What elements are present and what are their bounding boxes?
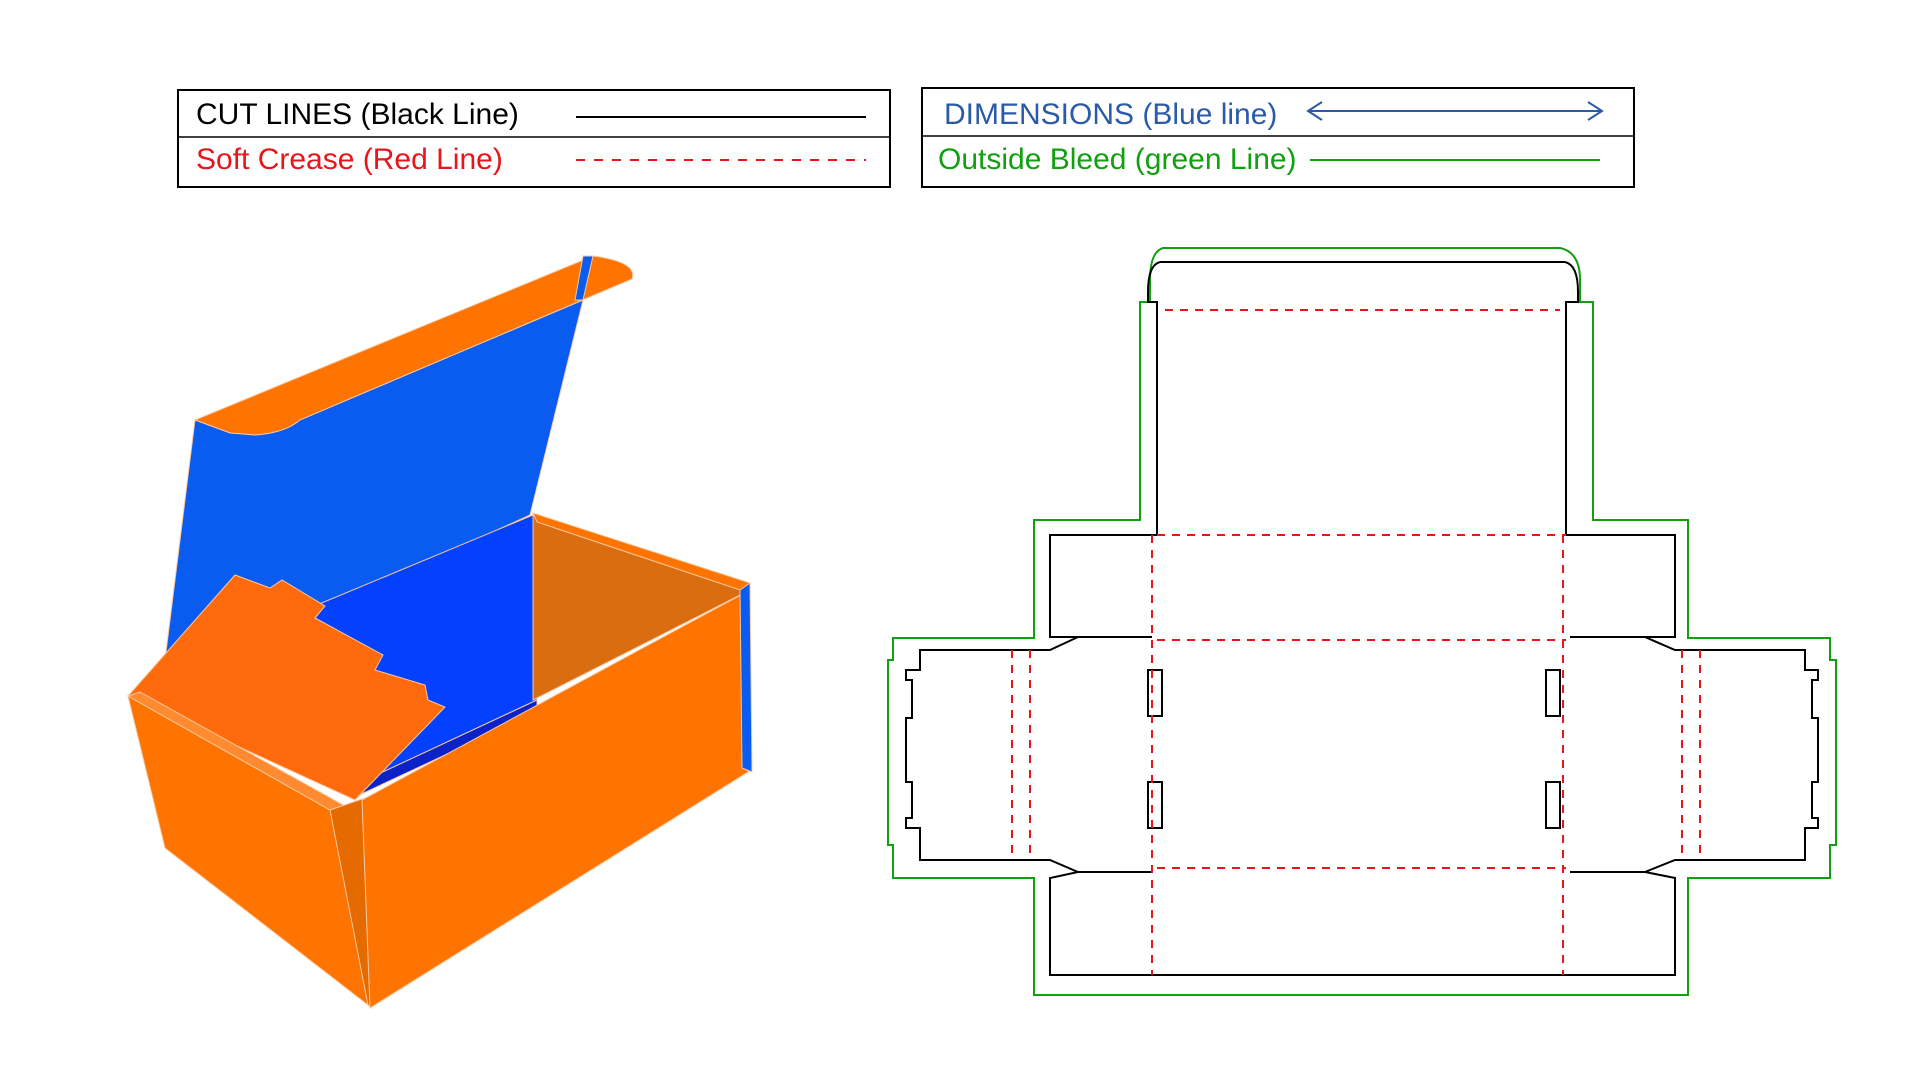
legend-right-frame <box>921 87 1635 188</box>
cut-bottom-flap <box>1049 871 1676 976</box>
cut-right-end <box>1570 636 1819 873</box>
legend-left: CUT LINES (Black Line) Soft Crease (Red … <box>177 89 891 188</box>
dieline-crease-lines <box>1011 309 1701 975</box>
legend-bleed-label: Outside Bleed (green Line) <box>938 143 1297 176</box>
dieline-bleed-outline <box>887 247 1837 996</box>
legend-dimensions-label: DIMENSIONS (Blue line) <box>944 98 1277 131</box>
cut-upper-right-flap <box>1566 534 1676 638</box>
legend-right: DIMENSIONS (Blue line) Outside Bleed (gr… <box>921 87 1635 188</box>
slot-left-upper <box>1147 669 1163 717</box>
dieline <box>887 247 1837 996</box>
box-right-edge <box>739 582 753 773</box>
cut-lid-left <box>1147 261 1161 535</box>
legend-left-frame <box>177 89 891 188</box>
lid-edge <box>574 255 594 301</box>
cut-upper-left-flap <box>1049 534 1157 638</box>
cut-lid-right <box>1160 261 1579 535</box>
cut-left-end <box>905 636 1152 873</box>
slot-right-upper <box>1545 669 1561 717</box>
legend-crease-label: Soft Crease (Red Line) <box>196 143 503 176</box>
box-corner-fold <box>329 797 373 1010</box>
legend-cut-label: CUT LINES (Black Line) <box>196 98 519 131</box>
dieline-cut-lines <box>905 261 1819 976</box>
slot-left-lower <box>1147 781 1163 829</box>
dust-flap <box>127 574 446 801</box>
legend-dimensions-swatch <box>1306 101 1604 121</box>
slot-right-lower <box>1545 781 1561 829</box>
box-front-panel <box>361 589 751 1009</box>
box-3d-render <box>126 255 753 1010</box>
